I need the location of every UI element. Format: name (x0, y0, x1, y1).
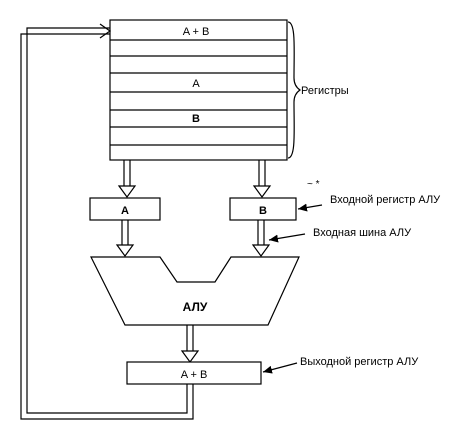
alu-input-register-b-label: B (259, 205, 267, 217)
alu-to-output-register-bus (180, 325, 200, 364)
register-row-5: B (192, 113, 200, 125)
alu-label: АЛУ (183, 300, 208, 314)
registers-brace (287, 21, 302, 159)
register-to-input-a-bus (117, 160, 137, 199)
register-row-0: A + B (183, 26, 210, 38)
alu-input-register-a (89, 197, 161, 221)
register-file-frame (109, 19, 288, 161)
input-b-to-alu-bus (251, 220, 271, 258)
output-register-pointer-arrow (262, 362, 298, 374)
alu-input-register-a-label: A (121, 205, 129, 217)
input-register-pointer-arrow (297, 203, 323, 212)
input-a-to-alu-bus (115, 220, 135, 258)
register-row-3: A (192, 78, 200, 90)
alu-block (90, 256, 300, 326)
feedback-bus (20, 23, 194, 420)
alu-output-register (126, 361, 262, 385)
input-bus-pointer-arrow (268, 233, 306, 243)
alu-output-register-value: A + B (181, 369, 208, 381)
alu-input-register-label: Входной регистр АЛУ (330, 194, 441, 206)
alu-input-register-b (229, 197, 297, 221)
alu-input-bus-label: Входная шина АЛУ (313, 227, 412, 239)
registers-label: Регистры (301, 85, 349, 97)
register-to-input-b-bus (252, 160, 272, 199)
alu-output-register-label: Выходной регистр АЛУ (300, 356, 419, 368)
input-register-tilde-mark: ~ * (307, 179, 320, 190)
register-file: A + B A B (109, 19, 288, 161)
